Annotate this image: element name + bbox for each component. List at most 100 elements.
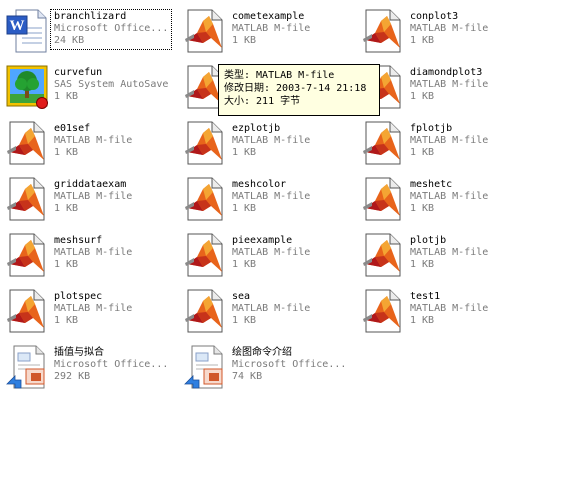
matlab-file-icon bbox=[182, 120, 228, 166]
file-size: 74 KB bbox=[232, 371, 263, 382]
matlab-file-icon bbox=[360, 176, 406, 222]
file-type: MATLAB M-file bbox=[232, 247, 311, 258]
file-item[interactable] bbox=[178, 60, 354, 112]
file-name: cometexample bbox=[232, 11, 305, 22]
file-size: 1 KB bbox=[232, 35, 257, 46]
matlab-file-icon bbox=[4, 120, 50, 166]
file-size: 1 KB bbox=[410, 147, 435, 158]
matlab-file-icon bbox=[4, 232, 50, 278]
matlab-file-icon bbox=[360, 288, 406, 334]
file-name: plotjb bbox=[410, 235, 447, 246]
file-size: 292 KB bbox=[54, 371, 91, 382]
matlab-file-icon bbox=[4, 288, 50, 334]
file-name: test1 bbox=[410, 291, 441, 302]
file-type: MATLAB M-file bbox=[232, 135, 311, 146]
file-name: curvefun bbox=[54, 67, 103, 78]
tooltip-size: 大小: 211 字节 bbox=[224, 96, 301, 107]
file-name: diamondplot3 bbox=[410, 67, 483, 78]
file-type: MATLAB M-file bbox=[410, 79, 489, 90]
file-name: fplotjb bbox=[410, 123, 453, 134]
file-type: MATLAB M-file bbox=[410, 135, 489, 146]
file-name: e01sef bbox=[54, 123, 91, 134]
svg-text:W: W bbox=[10, 18, 25, 34]
matlab-file-icon bbox=[182, 232, 228, 278]
file-size: 1 KB bbox=[54, 91, 79, 102]
file-name: plotspec bbox=[54, 291, 103, 302]
file-size: 1 KB bbox=[410, 315, 435, 326]
file-size: 1 KB bbox=[54, 147, 79, 158]
file-type: Microsoft Office... bbox=[54, 359, 169, 370]
matlab-file-icon bbox=[360, 120, 406, 166]
tooltip-type: 类型: MATLAB M-file bbox=[224, 70, 335, 81]
file-size: 1 KB bbox=[410, 203, 435, 214]
file-type: MATLAB M-file bbox=[54, 247, 133, 258]
matlab-file-icon bbox=[182, 64, 228, 110]
file-size: 1 KB bbox=[410, 91, 435, 102]
file-size: 1 KB bbox=[54, 259, 79, 270]
matlab-file-icon bbox=[182, 288, 228, 334]
file-size: 1 KB bbox=[232, 147, 257, 158]
file-name: ezplotjb bbox=[232, 123, 281, 134]
file-size: 1 KB bbox=[232, 203, 257, 214]
file-type: MATLAB M-file bbox=[54, 191, 133, 202]
powerpoint-document-icon bbox=[4, 344, 50, 390]
matlab-file-icon bbox=[182, 8, 228, 54]
file-type: MATLAB M-file bbox=[232, 303, 311, 314]
sas-autosave-icon bbox=[4, 64, 50, 110]
file-name: 插值与拟合 bbox=[54, 347, 104, 358]
file-name: pieexample bbox=[232, 235, 293, 246]
file-name: griddataexam bbox=[54, 179, 127, 190]
file-size: 1 KB bbox=[410, 35, 435, 46]
file-type: MATLAB M-file bbox=[54, 303, 133, 314]
file-info-tooltip: 类型: MATLAB M-file 修改日期: 2003-7-14 21:18 … bbox=[218, 64, 380, 116]
file-name: 绘图命令介绍 bbox=[232, 347, 292, 358]
word-document-icon: W bbox=[4, 8, 50, 54]
file-type: MATLAB M-file bbox=[232, 191, 311, 202]
file-type: MATLAB M-file bbox=[410, 303, 489, 314]
file-type: MATLAB M-file bbox=[54, 135, 133, 146]
file-size: 24 KB bbox=[54, 35, 85, 46]
file-size: 1 KB bbox=[232, 315, 257, 326]
file-name: meshcolor bbox=[232, 179, 287, 190]
file-name: meshetc bbox=[410, 179, 453, 190]
file-size: 1 KB bbox=[410, 259, 435, 270]
matlab-file-icon bbox=[4, 176, 50, 222]
tooltip-modified: 修改日期: 2003-7-14 21:18 bbox=[224, 83, 367, 94]
file-name: branchlizard bbox=[54, 11, 127, 22]
